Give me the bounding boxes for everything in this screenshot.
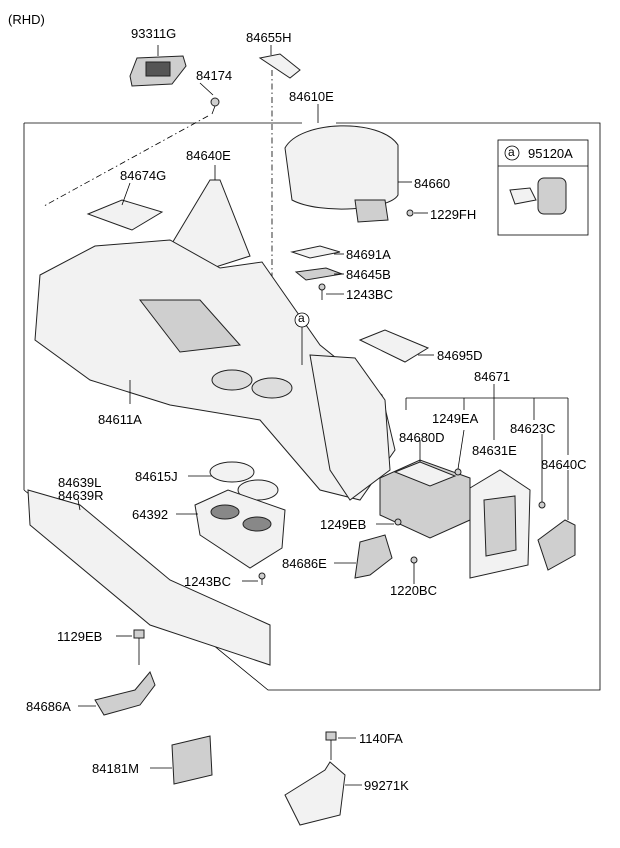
label-1229FH: 1229FH	[430, 207, 477, 222]
label-84655H: 84655H	[246, 30, 292, 45]
part-84611A-console	[34, 239, 396, 501]
label-84680D: 84680D	[399, 430, 445, 445]
label-93311G: 93311G	[131, 26, 177, 41]
label-1243BC-b: 1243BC	[184, 574, 231, 589]
label-84645B: 84645B	[346, 267, 391, 282]
part-84640C-panel	[537, 470, 576, 571]
label-84610E: 84610E	[289, 89, 334, 104]
label-1140FA: 1140FA	[359, 731, 403, 746]
callout-a-marker: a	[298, 311, 305, 325]
part-84695D-pad	[358, 329, 434, 363]
label-84686A: 84686A	[26, 699, 71, 714]
part-84645B	[294, 267, 344, 281]
part-84639-panel	[27, 489, 271, 666]
part-99271K-bracket	[284, 761, 362, 826]
part-1243BC-bolt-a	[318, 283, 344, 300]
label-84686E: 84686E	[282, 556, 327, 571]
label-84615J: 84615J	[135, 469, 178, 484]
label-1249EB: 1249EB	[320, 517, 367, 532]
label-84174: 84174	[196, 68, 233, 83]
part-84615J-mats	[188, 461, 279, 501]
inset-95120A	[497, 139, 589, 236]
part-1243BC-bolt-b	[242, 572, 266, 585]
label-64392: 64392	[132, 507, 169, 522]
part-1129EB-bolt	[116, 629, 145, 665]
label-84660: 84660	[414, 176, 451, 191]
leader-84671	[405, 384, 569, 455]
part-1249EA-screw	[454, 429, 465, 476]
part-84674G-tray	[86, 182, 164, 231]
variant-label: (RHD)	[8, 12, 45, 27]
part-84631E-trim	[469, 469, 531, 579]
part-84623C-screw	[538, 434, 546, 509]
label-84631E: 84631E	[472, 443, 517, 458]
part-93311G	[129, 45, 187, 87]
part-84174-screw	[43, 82, 220, 207]
label-84639R: 84639R	[58, 488, 104, 503]
part-84181M-pad	[150, 735, 213, 785]
label-84623C: 84623C	[510, 421, 556, 436]
part-84686E-bracket	[334, 534, 393, 579]
label-84181M: 84181M	[92, 761, 139, 776]
label-84640E: 84640E	[186, 148, 231, 163]
label-84695D: 84695D	[437, 348, 483, 363]
part-84660-armrest	[284, 125, 412, 223]
label-1243BC-a: 1243BC	[346, 287, 393, 302]
part-84691A	[290, 245, 344, 259]
part-1140FA-bolt	[325, 731, 356, 760]
label-84674G: 84674G	[120, 168, 167, 183]
part-1220BC-screw	[410, 556, 418, 584]
label-84640C: 84640C	[541, 457, 587, 472]
label-1220BC: 1220BC	[390, 583, 437, 598]
part-84640E-boot	[167, 165, 251, 273]
inset-marker: a	[508, 145, 515, 159]
label-1129EB: 1129EB	[57, 629, 103, 644]
label-84639L: 84639L	[58, 475, 102, 490]
label-84671: 84671	[474, 369, 511, 384]
label-1249EA: 1249EA	[432, 411, 479, 426]
part-1229FH-screw	[406, 209, 428, 217]
label-95120A: 95120A	[528, 146, 573, 161]
part-84680D-box	[379, 440, 471, 539]
part-1249EB-screw	[376, 518, 402, 526]
label-84611A: 84611A	[98, 412, 142, 427]
callout-a	[294, 312, 310, 365]
part-84686A-bracket	[78, 671, 156, 716]
part-64392-cupholder	[176, 489, 286, 569]
label-84691A: 84691A	[346, 247, 391, 262]
label-99271K: 99271K	[364, 778, 409, 793]
